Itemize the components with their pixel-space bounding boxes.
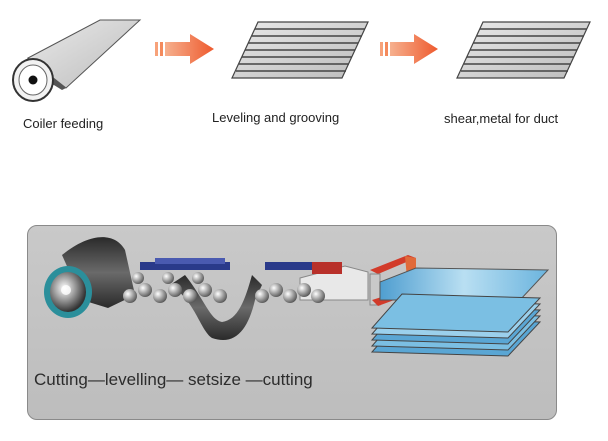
- process-caption: Cutting—levelling— setsize —cutting: [34, 370, 313, 389]
- steel-strip: [62, 237, 369, 341]
- step-label-leveling-grooving: Leveling and grooving: [212, 110, 340, 125]
- cut-sheets-stack-icon: [370, 293, 542, 357]
- coil-icon: [12, 19, 142, 102]
- step-label-coiler-feeding: Coiler feeding: [23, 116, 104, 131]
- sizing-rollers-icon: [255, 262, 342, 303]
- step-label-shear-metal: shear,metal for duct: [444, 111, 559, 126]
- grooved-sheet-icon: [456, 21, 591, 79]
- arrow-right-icon: [155, 34, 214, 64]
- top-process-row: [12, 19, 591, 102]
- coil-icon: [44, 266, 92, 318]
- grooved-sheet-icon: [231, 21, 369, 79]
- output-sheet-icon: [379, 267, 550, 301]
- arrow-right-icon: [380, 34, 438, 64]
- leveling-rollers-icon: [123, 258, 230, 303]
